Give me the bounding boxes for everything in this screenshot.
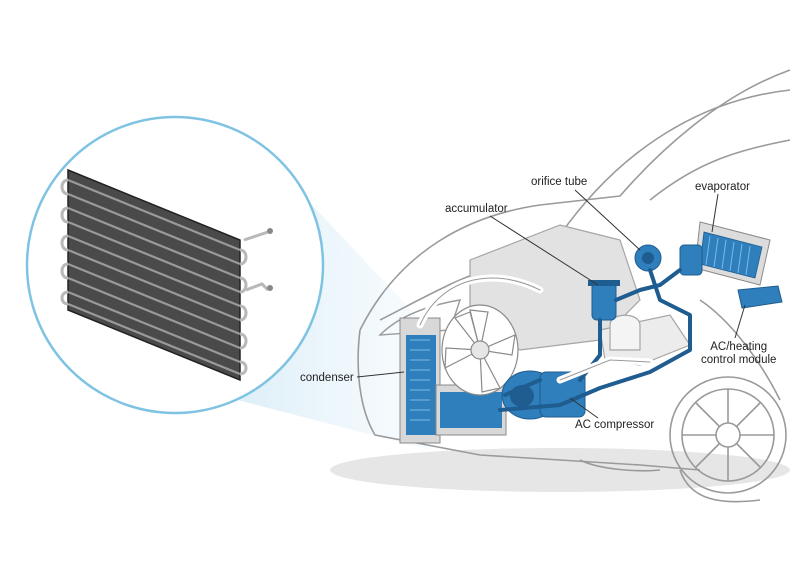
headlight (378, 299, 462, 336)
reservoir (609, 314, 641, 351)
label-control-module: AC/heating control module (701, 341, 776, 367)
leader-lines (356, 189, 746, 419)
condenser-closeup (60, 168, 273, 382)
label-condenser: condenser (300, 372, 354, 384)
label-control-module-line1: AC/heating (710, 341, 768, 353)
radiator-fan (441, 304, 519, 396)
label-orifice-tube: orifice tube (531, 176, 588, 188)
orifice-tube-unit (634, 244, 662, 272)
control-module-unit (737, 285, 783, 309)
evaporator-unit (679, 221, 771, 286)
car-shadow (330, 448, 790, 492)
accumulator-unit (588, 280, 620, 321)
condenser-unit (399, 317, 507, 444)
label-accumulator: accumulator (445, 203, 508, 215)
label-ac-compressor: AC compressor (575, 419, 655, 431)
label-evaporator: evaporator (695, 181, 750, 193)
label-control-module-line2: control module (701, 354, 777, 366)
refrigerant-pipes (498, 268, 692, 412)
front-wheel (669, 376, 787, 494)
